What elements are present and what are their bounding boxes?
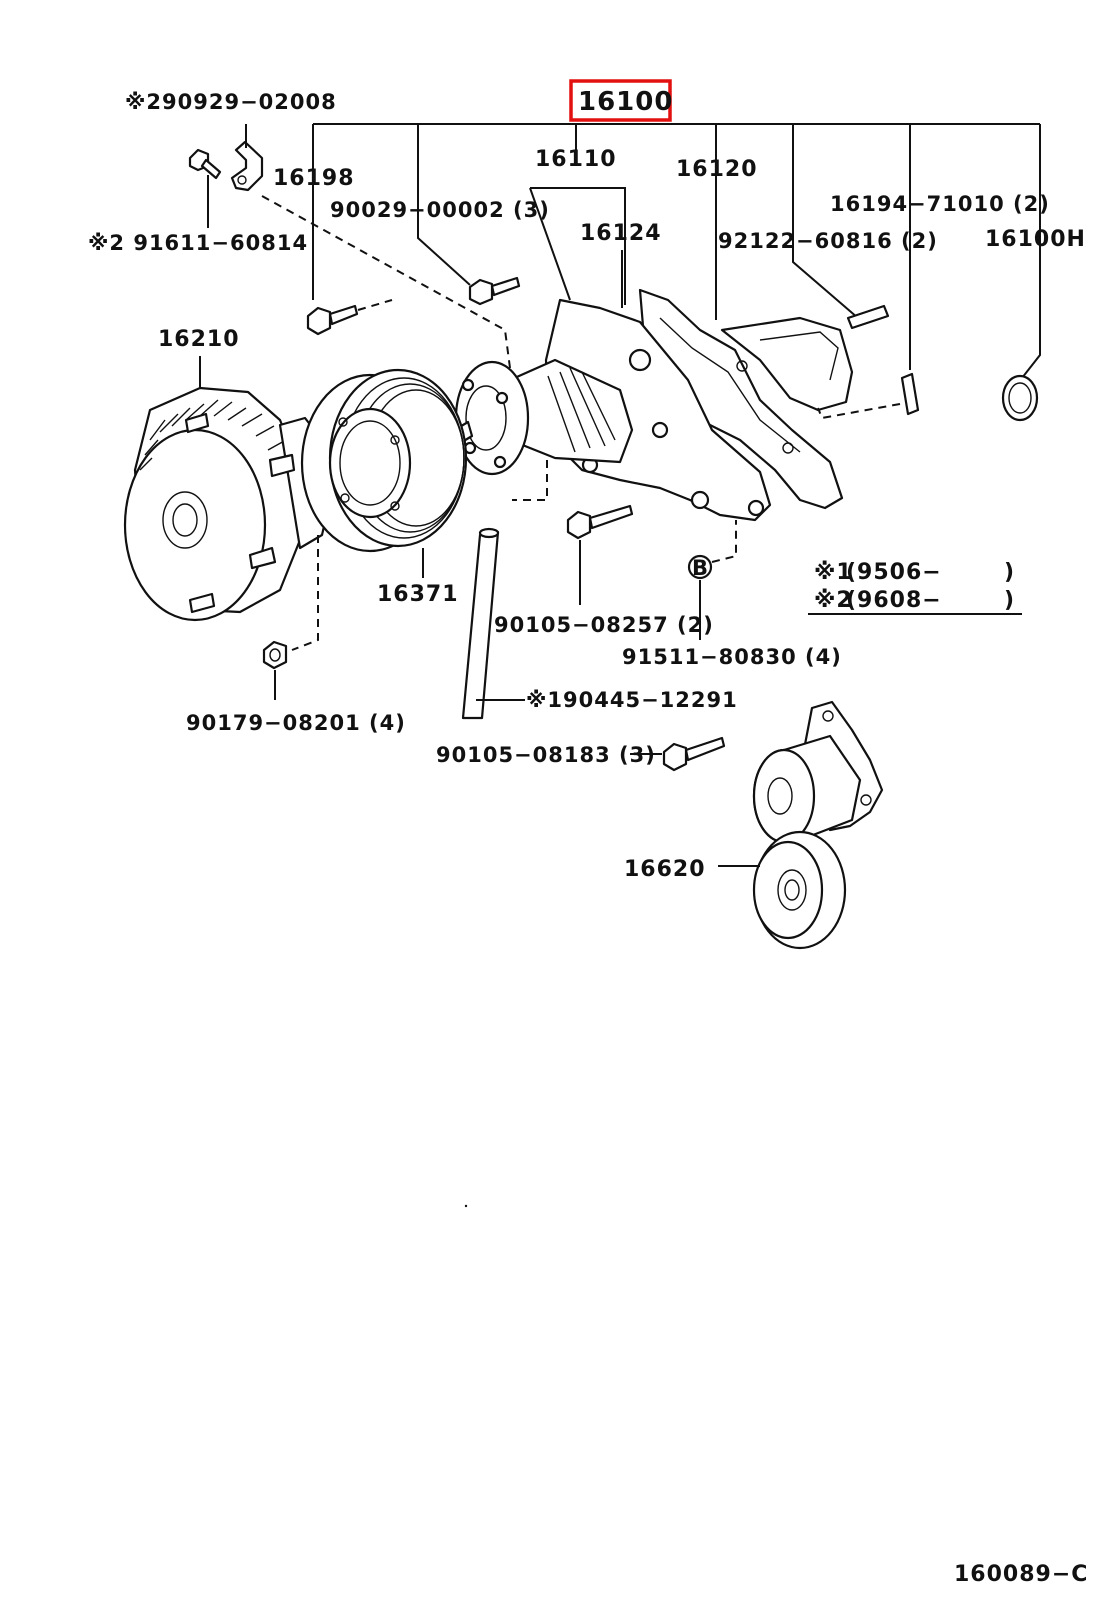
label-91611-60814[interactable]: ※2 91611−60814	[88, 231, 308, 255]
label-16124[interactable]: 16124	[580, 221, 662, 246]
assembly-part-highlight	[569, 79, 672, 122]
label-90029-00002[interactable]: 90029−00002 (3)	[330, 198, 550, 222]
bolt-91611[interactable]	[188, 148, 222, 228]
bracket-16198[interactable]	[230, 124, 264, 192]
o-ring-16100H[interactable]	[1001, 374, 1039, 422]
bolt-top-left[interactable]	[306, 299, 393, 336]
leader-dash-90179	[291, 535, 319, 651]
label-90105-08257[interactable]: 90105−08257 (2)	[494, 613, 714, 637]
label-90179-08201[interactable]: 90179−08201 (4)	[186, 711, 406, 735]
assembly-bracket	[312, 123, 1041, 379]
legend: ※1 (9506− ) ※2 (9608− )	[808, 560, 1022, 615]
label-90929-02008[interactable]: ※290929−02008	[125, 90, 337, 114]
legend-close-2: )	[1004, 588, 1015, 613]
label-16210[interactable]: 16210	[158, 327, 240, 352]
bolt-90029[interactable]	[468, 276, 521, 306]
bolt-90105-08257[interactable]	[566, 504, 634, 605]
legend-mark-1: ※1	[814, 560, 853, 585]
pin-16194[interactable]	[817, 372, 920, 420]
leader-dash-center	[512, 460, 548, 501]
speck	[464, 1204, 468, 1208]
label-16100H[interactable]: 16100H	[985, 227, 1086, 252]
legend-range-1: (9506−	[846, 560, 942, 585]
marker-b[interactable]: B	[687, 554, 713, 580]
label-90445-12291[interactable]: ※190445−12291	[526, 688, 738, 712]
label-16620[interactable]: 16620	[624, 857, 706, 882]
tensioner-16620[interactable]	[752, 700, 884, 950]
pipe-90445[interactable]	[461, 527, 525, 720]
label-16110[interactable]: 16110	[535, 147, 617, 172]
label-16194-71010[interactable]: 16194−71010 (2)	[830, 192, 1050, 216]
assembly-part-number[interactable]: 16100	[578, 87, 673, 117]
legend-mark-2: ※2	[814, 588, 853, 613]
label-16371[interactable]: 16371	[377, 582, 459, 607]
stud-92122[interactable]	[846, 304, 890, 330]
leader-16110	[529, 187, 626, 305]
label-92122-60816[interactable]: 92122−60816 (2)	[718, 229, 938, 253]
leader-91511-dashed	[711, 520, 737, 563]
label-91511-80830[interactable]: 91511−80830 (4)	[622, 645, 842, 669]
label-16120[interactable]: 16120	[676, 157, 758, 182]
bolt-90105-08183[interactable]	[630, 736, 726, 772]
pulley-16371[interactable]	[300, 368, 468, 553]
legend-range-2: (9608−	[846, 588, 942, 613]
water-pump-assembly[interactable]	[454, 288, 854, 522]
figure-code: 160089−C	[954, 1562, 1088, 1587]
label-16198[interactable]: 16198	[273, 166, 355, 191]
legend-close-1: )	[1004, 560, 1015, 585]
fan-clutch-16210[interactable]	[123, 386, 332, 622]
label-90105-08183[interactable]: 90105−08183 (3)	[436, 743, 656, 767]
nut-90179[interactable]	[262, 640, 288, 700]
marker-b-letter: B	[692, 556, 709, 580]
